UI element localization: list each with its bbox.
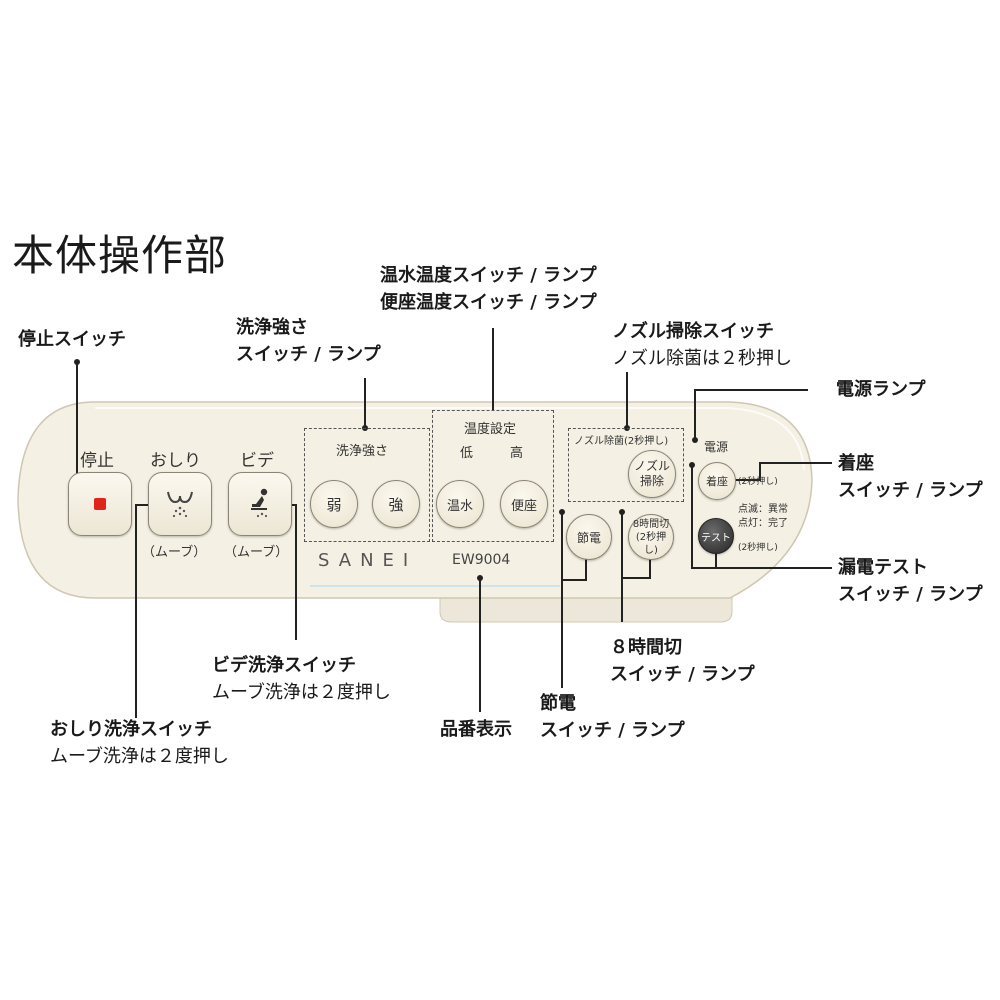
callout-seat-sub: スイッチ / ランプ	[838, 480, 983, 501]
seat-hold-label: (2秒押し)	[738, 477, 778, 487]
eco-button[interactable]: 節電	[566, 514, 612, 560]
bidet-icon	[251, 488, 268, 518]
strength-group-box	[304, 428, 430, 542]
callout-timer: ８時間切 スイッチ / ランプ	[610, 634, 755, 688]
callout-model: 品番表示	[440, 716, 512, 743]
bidet-move-label: （ムーブ）	[224, 545, 289, 560]
nozzle-group-box	[568, 428, 684, 502]
callout-oshiri-title: おしり洗浄スイッチ	[50, 719, 212, 740]
callout-test: 漏電テスト スイッチ / ランプ	[838, 554, 983, 608]
seat-temp-button[interactable]: 便座	[500, 480, 548, 528]
callout-temp-sub: 便座温度スイッチ / ランプ	[380, 292, 597, 313]
bidet-label: ビデ	[240, 451, 274, 471]
callout-strength-title: 洗浄強さ	[236, 317, 308, 338]
temp-high-label: 高	[510, 446, 524, 461]
callout-stop-title: 停止スイッチ	[18, 329, 126, 350]
callout-power: 電源ランプ	[836, 376, 925, 403]
timer-8h-label-1: 8時間切	[632, 518, 670, 530]
temp-group-label: 温度設定	[464, 422, 517, 437]
timer-8h-label-2: (2秒押し)	[635, 531, 667, 556]
callout-eco: 節電 スイッチ / ランプ	[540, 690, 685, 744]
model-number: EW9004	[452, 552, 511, 568]
nozzle-clean-button[interactable]: ノズル 掃除	[628, 450, 676, 498]
temp-low-label: 低	[460, 446, 474, 461]
power-lamp-label: 電源	[704, 440, 729, 454]
brand-logo: SANEI	[318, 550, 418, 571]
callout-strength: 洗浄強さ スイッチ / ランプ	[236, 314, 381, 368]
callout-stop: 停止スイッチ	[18, 326, 126, 353]
callout-temp: 温水温度スイッチ / ランプ 便座温度スイッチ / ランプ	[380, 262, 597, 316]
callout-bidet: ビデ洗浄スイッチ ムーブ洗浄は２度押し	[212, 652, 391, 706]
callout-seat-title: 着座	[838, 453, 874, 474]
nozzle-group-label: ノズル除菌(2秒押し)	[574, 436, 669, 447]
temp-group-box	[432, 410, 554, 542]
callout-timer-sub: スイッチ / ランプ	[610, 664, 755, 685]
leak-test-button[interactable]: テスト	[698, 518, 734, 554]
callout-test-sub: スイッチ / ランプ	[838, 584, 983, 605]
callout-eco-sub: スイッチ / ランプ	[540, 720, 685, 741]
strong-button[interactable]: 強	[372, 480, 420, 528]
panel-highlight	[95, 407, 805, 471]
callout-power-title: 電源ランプ	[836, 379, 926, 400]
callout-seat: 着座 スイッチ / ランプ	[838, 450, 983, 504]
bidet-wash-button[interactable]	[228, 472, 292, 536]
seat-button[interactable]: 着座	[698, 462, 736, 500]
nozzle-clean-label-1: ノズル	[633, 459, 670, 473]
callout-oshiri: おしり洗浄スイッチ ムーブ洗浄は２度押し	[50, 716, 229, 770]
stop-button[interactable]	[68, 472, 132, 536]
timer-8h-button[interactable]: 8時間切 (2秒押し)	[628, 514, 674, 560]
test-lit-label: 点灯：完了	[738, 518, 788, 529]
test-blink-label: 点滅：異常	[738, 504, 788, 515]
callout-timer-title: ８時間切	[610, 637, 682, 658]
oshiri-wash-button[interactable]	[148, 472, 212, 536]
callout-eco-title: 節電	[540, 693, 576, 714]
callout-bidet-sub: ムーブ洗浄は２度押し	[212, 682, 391, 703]
callout-model-title: 品番表示	[440, 719, 512, 740]
callout-nozzle-title: ノズル掃除スイッチ	[612, 321, 774, 342]
stop-indicator-icon	[94, 498, 106, 510]
callout-nozzle: ノズル掃除スイッチ ノズル除菌は２秒押し	[612, 318, 792, 372]
oshiri-label: おしり	[150, 451, 201, 471]
leader-test	[691, 465, 832, 569]
strength-group-label: 洗浄強さ	[336, 444, 389, 459]
callout-oshiri-sub: ムーブ洗浄は２度押し	[50, 746, 229, 767]
callout-strength-sub: スイッチ / ランプ	[236, 344, 381, 365]
page-title: 本体操作部	[12, 231, 228, 280]
leader-timer	[621, 512, 651, 579]
callout-temp-title: 温水温度スイッチ / ランプ	[380, 265, 597, 286]
callout-bidet-title: ビデ洗浄スイッチ	[212, 655, 356, 676]
oshiri-icon	[167, 491, 193, 518]
stop-label: 停止	[80, 451, 114, 471]
oshiri-move-label: （ムーブ）	[142, 545, 207, 560]
panel-stand	[439, 595, 733, 623]
weak-button[interactable]: 弱	[310, 480, 358, 528]
leader-eco	[561, 512, 587, 581]
callout-nozzle-sub: ノズル除菌は２秒押し	[612, 348, 792, 369]
leader-power	[694, 389, 808, 440]
nozzle-clean-label-2: 掃除	[639, 474, 664, 488]
test-hold-label: (2秒押し)	[738, 543, 778, 553]
callout-test-title: 漏電テスト	[838, 557, 928, 578]
warm-water-temp-button[interactable]: 温水	[436, 480, 484, 528]
